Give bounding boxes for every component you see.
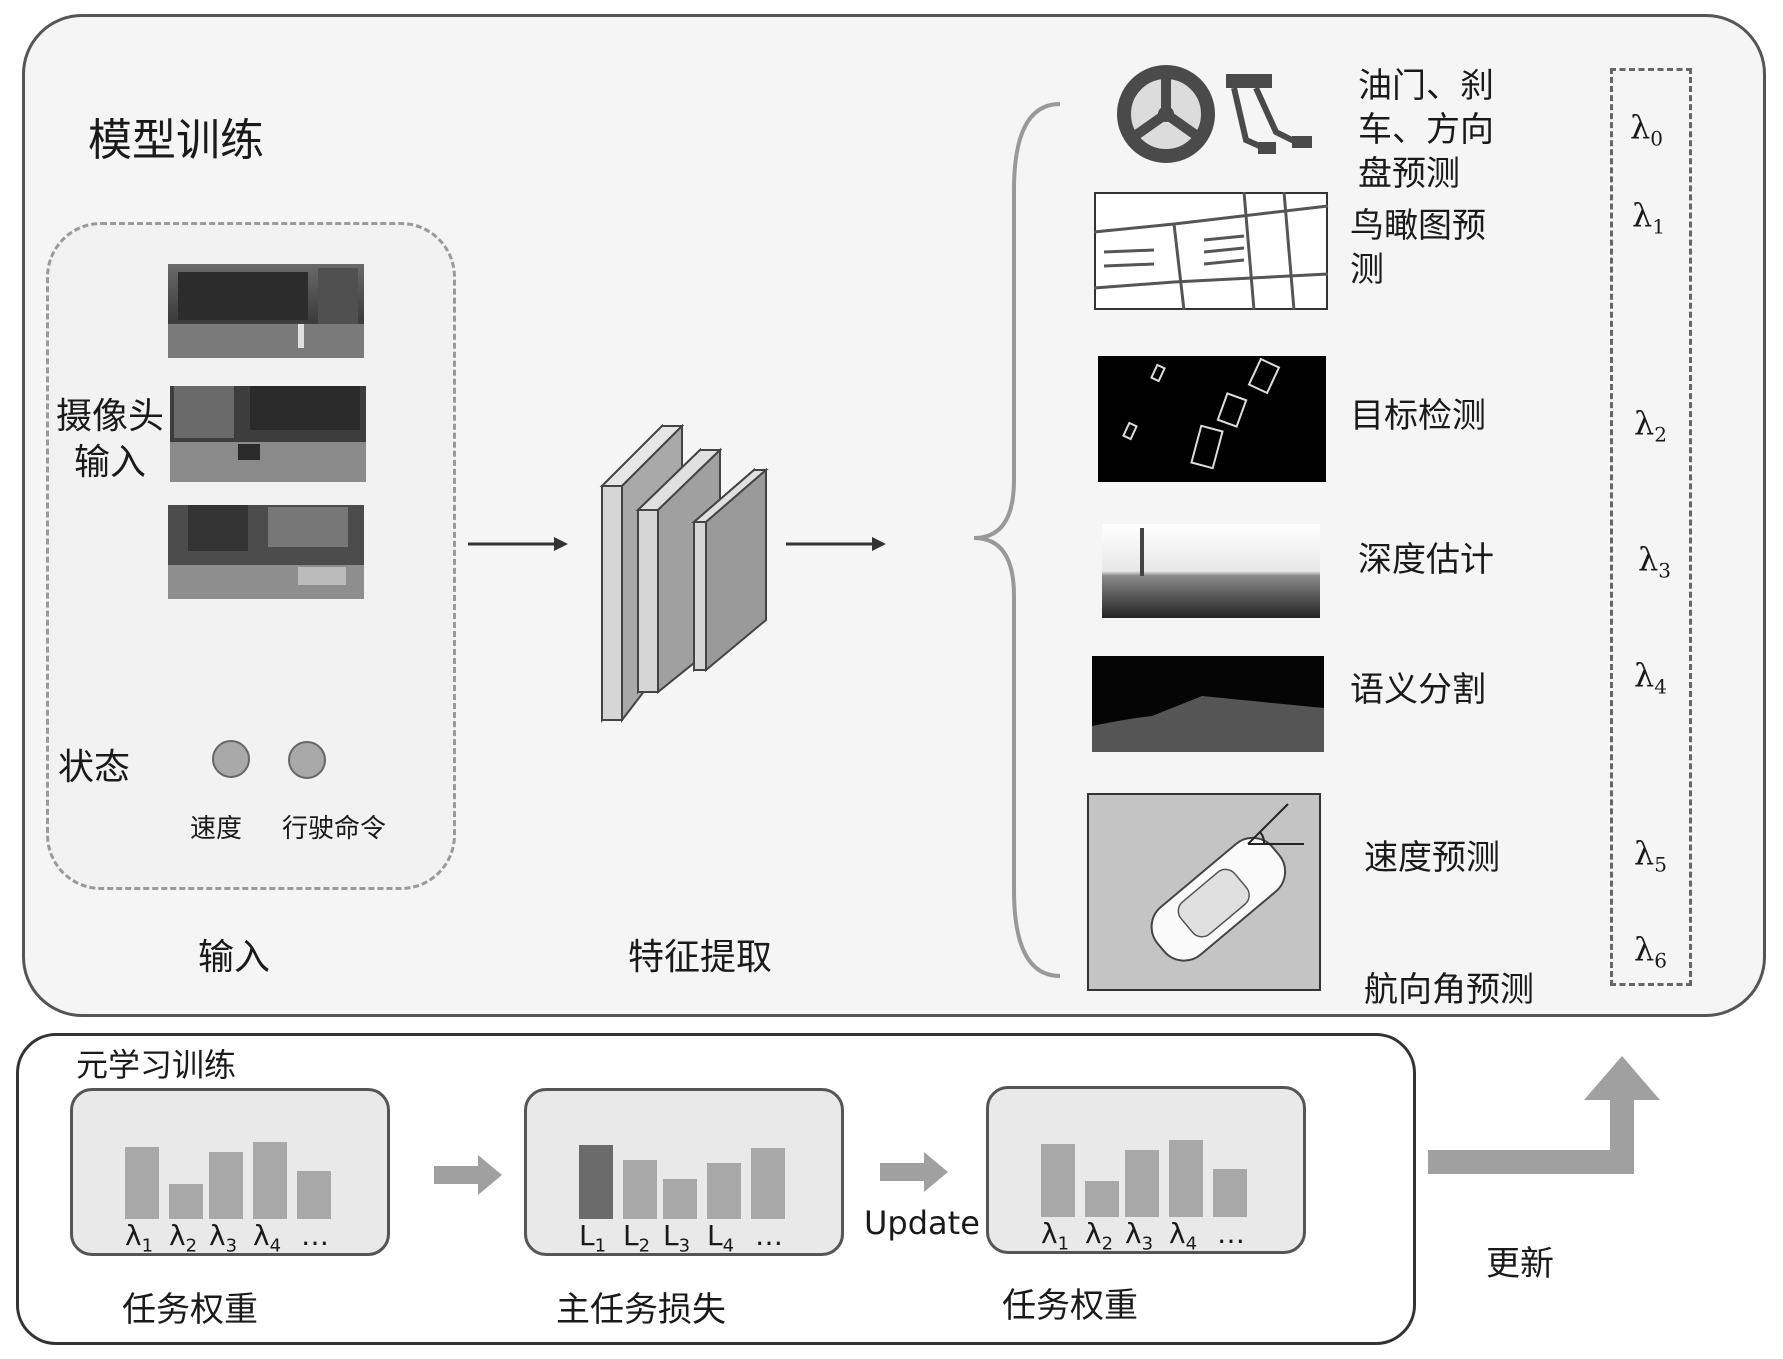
camera-image-2 — [170, 386, 366, 482]
bar-label-5: … — [301, 1219, 329, 1252]
vehicle-heading-image — [1087, 793, 1321, 991]
task-label-segmentation: 语义分割 — [1350, 670, 1486, 710]
state-label: 状态 — [58, 747, 131, 788]
bev-map-image — [1093, 191, 1329, 311]
main-loss-labels: L1 L2 L3 L4 … — [579, 1219, 819, 1257]
meta-learning-title: 元学习训练 — [76, 1046, 237, 1084]
task-weights-labels-after: λ1 λ2 λ3 λ4 … — [1041, 1217, 1281, 1255]
bar-label-3: L3 — [663, 1219, 691, 1257]
bar-label-4: λ4 — [1169, 1217, 1198, 1255]
segmentation-image — [1092, 656, 1324, 752]
weight-bar-4 — [707, 1163, 741, 1219]
weight-bar-3 — [209, 1152, 243, 1219]
weight-bar-2 — [1085, 1181, 1119, 1217]
bar-label-4: λ4 — [253, 1219, 282, 1257]
bar-label-1: λ1 — [125, 1219, 154, 1257]
weight-bar-3 — [663, 1179, 697, 1219]
task-weights-card-after: λ1 λ2 λ3 λ4 … — [986, 1086, 1306, 1255]
weight-bar-1 — [1041, 1144, 1075, 1217]
bar-label-5: … — [755, 1219, 783, 1252]
update-elbow-arrow — [1428, 1056, 1660, 1174]
feature-extraction-blocks — [599, 423, 769, 723]
weight-bar-5 — [297, 1171, 331, 1219]
arrow-weights-to-loss — [434, 1155, 502, 1195]
task-label-bev: 鸟瞰图预 测 — [1350, 206, 1486, 290]
speed-state-circle — [212, 740, 250, 778]
update-label: Update — [864, 1204, 980, 1242]
main-loss-caption: 主任务损失 — [556, 1290, 726, 1330]
task-weights-bars-after — [1041, 1129, 1261, 1217]
weight-bar-1 — [125, 1147, 159, 1219]
bar-label-2: L2 — [623, 1219, 651, 1257]
task-weights-caption-before: 任务权重 — [122, 1290, 258, 1330]
task-weights-bars-before — [125, 1131, 345, 1219]
arrow-loss-to-weights — [880, 1152, 948, 1192]
task-label-speed: 速度预测 — [1364, 838, 1500, 878]
task-weights-caption-after: 任务权重 — [1002, 1286, 1138, 1326]
bar-label-4: L4 — [707, 1219, 735, 1257]
main-loss-card: L1 L2 L3 L4 … — [524, 1088, 844, 1257]
lambda-2: λ2 — [1634, 404, 1668, 447]
input-caption: 输入 — [198, 937, 271, 978]
model-training-title: 模型训练 — [88, 115, 264, 166]
weight-bar-4 — [253, 1142, 287, 1219]
lambda-4: λ4 — [1634, 656, 1668, 699]
task-label-heading: 航向角预测 — [1364, 970, 1534, 1010]
camera-image-1 — [168, 264, 364, 358]
depth-image — [1102, 524, 1320, 618]
task-weights-labels-before: λ1 λ2 λ3 λ4 … — [125, 1219, 365, 1257]
weight-bar-3 — [1125, 1150, 1159, 1217]
command-state-circle — [288, 741, 326, 779]
task-label-depth: 深度估计 — [1358, 540, 1494, 580]
bar-label-3: λ3 — [1125, 1217, 1154, 1255]
camera-scene-1 — [168, 268, 364, 358]
lambda-1: λ1 — [1632, 196, 1666, 239]
task-brace — [973, 102, 1061, 978]
lambda-3: λ3 — [1638, 540, 1672, 583]
steering-pedals-icon — [1117, 65, 1312, 163]
task-label-detection: 目标检测 — [1350, 396, 1486, 436]
lambda-6: λ6 — [1634, 930, 1668, 973]
arrow-to-feature — [468, 537, 568, 551]
camera-scene-3 — [168, 505, 364, 599]
lambda-0: λ0 — [1630, 108, 1664, 151]
camera-scene-2 — [170, 386, 366, 482]
command-label: 行驶命令 — [282, 814, 387, 844]
weight-bar-2 — [623, 1160, 657, 1219]
bar-label-3: λ3 — [209, 1219, 238, 1257]
lambda-weights-box — [1610, 68, 1692, 986]
lambda-5: λ5 — [1634, 834, 1668, 877]
arrow-to-tasks — [786, 537, 886, 551]
weight-bar-4 — [1169, 1140, 1203, 1217]
feature-caption: 特征提取 — [628, 937, 773, 978]
camera-image-3 — [168, 505, 364, 599]
weight-bar-2 — [169, 1184, 203, 1219]
main-loss-bars — [579, 1131, 799, 1219]
task-weights-card-before: λ1 λ2 λ3 λ4 … — [70, 1088, 390, 1257]
speed-label: 速度 — [190, 814, 243, 844]
bar-label-2: λ2 — [169, 1219, 198, 1257]
refresh-label: 更新 — [1486, 1244, 1554, 1284]
bar-label-2: λ2 — [1085, 1217, 1114, 1255]
bar-label-1: L1 — [579, 1219, 607, 1257]
bar-label-5: … — [1217, 1217, 1245, 1250]
camera-input-label: 摄像头 输入 — [56, 396, 165, 483]
detection-image — [1098, 356, 1326, 482]
weight-bar-1 — [579, 1145, 613, 1219]
weight-bar-5 — [1213, 1169, 1247, 1217]
task-label-control: 油门、刹 车、方向 盘预测 — [1358, 66, 1494, 194]
bar-label-1: λ1 — [1041, 1217, 1070, 1255]
weight-bar-5 — [751, 1148, 785, 1219]
